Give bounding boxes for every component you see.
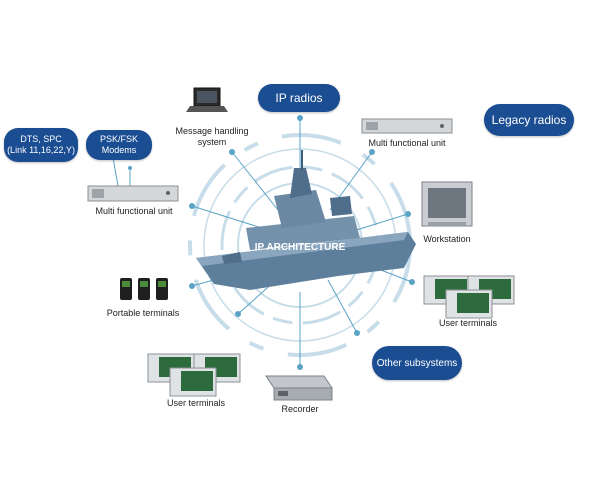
- message-handling-label: Message handling system: [170, 126, 254, 148]
- frigate-ship-image: [196, 150, 416, 290]
- workstation-label: Workstation: [423, 234, 471, 244]
- dts-spc-line2: (Link 11,16,22,Y): [7, 145, 75, 155]
- user-terminals-left-label: User terminals: [166, 398, 225, 408]
- laptop-icon: [186, 87, 228, 112]
- multi-functional-unit-left-label: Multi functional unit: [95, 206, 173, 216]
- legacy-radios-bubble[interactable]: Legacy radios: [484, 104, 574, 136]
- user-terminals-right-label: User terminals: [438, 318, 497, 328]
- psk-fsk-line2: Modems: [101, 145, 137, 155]
- other-subsystems-bubble[interactable]: Other subsystems: [372, 346, 462, 380]
- psk-fsk-line1: PSK/FSK: [99, 134, 138, 144]
- center-architecture-title: IP ARCHITECTURE: [254, 242, 346, 253]
- portable-terminals-label: Portable terminals: [106, 308, 180, 318]
- workstation-image: [421, 181, 473, 227]
- multi-functional-unit-left-image: [87, 185, 179, 202]
- ip-radios-bubble[interactable]: IP radios: [258, 84, 340, 112]
- message-handling-line2: system: [197, 137, 227, 147]
- user-terminals-right-image: [423, 275, 515, 319]
- recorder-label: Recorder: [281, 404, 319, 414]
- multi-functional-unit-top-label: Multi functional unit: [368, 138, 446, 148]
- dts-spc-bubble[interactable]: DTS, SPC (Link 11,16,22,Y): [4, 128, 78, 162]
- multi-functional-unit-top-image: [361, 118, 453, 134]
- portable-terminals-image: [120, 278, 168, 300]
- message-handling-line1: Message handling: [175, 126, 249, 136]
- dts-spc-line1: DTS, SPC: [20, 134, 62, 144]
- user-terminals-left-image: [147, 353, 241, 397]
- connector-dots: [110, 115, 415, 370]
- psk-fsk-bubble[interactable]: PSK/FSK Modems: [86, 130, 152, 160]
- recorder-image: [265, 375, 333, 401]
